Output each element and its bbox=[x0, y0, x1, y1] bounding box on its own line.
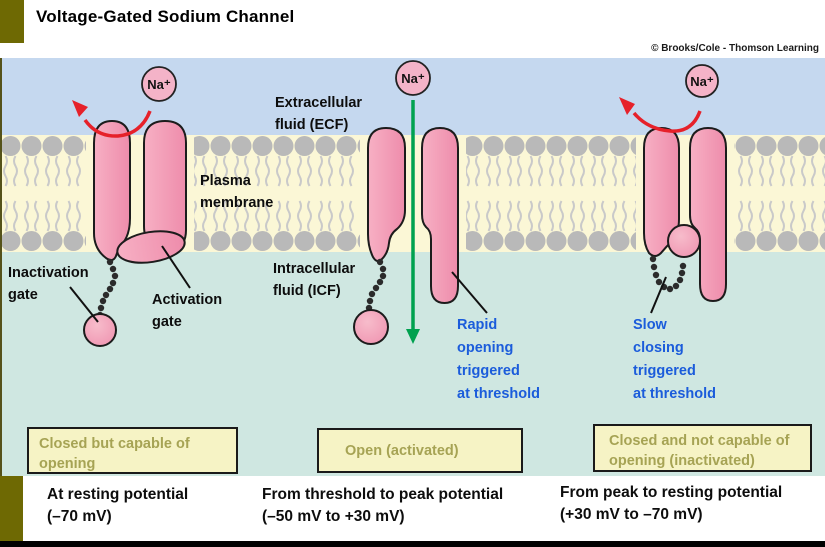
state-box-inactivated: Closed and not capable of opening (inact… bbox=[593, 424, 812, 472]
sodium-ion-3: Na⁺ bbox=[685, 64, 719, 98]
inactivation-chain bbox=[365, 258, 387, 312]
inactivation-gate-pointer-line bbox=[69, 286, 99, 323]
intracellular-fluid-label: Intracellular fluid (ICF) bbox=[273, 261, 356, 299]
inactivation-ball bbox=[83, 313, 117, 347]
channel-subunit-right-open-gate bbox=[689, 126, 727, 303]
sodium-channel-open bbox=[353, 126, 459, 345]
sodium-channel-closed bbox=[83, 119, 187, 347]
rapid-opening-pointer-line bbox=[451, 271, 488, 314]
sodium-ion-label: Na⁺ bbox=[401, 71, 425, 86]
inactivation-gate-label: Inactivation gate bbox=[8, 265, 89, 303]
ion-flow-arrow bbox=[406, 100, 420, 344]
blocked-ion-arrow-3 bbox=[619, 97, 702, 133]
blocked-ion-arrow-1 bbox=[72, 100, 152, 138]
sodium-channel-inactivated bbox=[643, 126, 727, 303]
extracellular-fluid-label: Extracellular fluid (ECF) bbox=[275, 95, 363, 133]
slow-closing-annotation: Slow closing triggered at threshold bbox=[633, 317, 716, 402]
left-edge-line bbox=[0, 58, 2, 541]
bottom-black-bar bbox=[0, 541, 825, 547]
sodium-ion-label: Na⁺ bbox=[690, 74, 714, 89]
inactivation-ball-plugging-pore bbox=[667, 224, 701, 258]
sodium-ion-2: Na⁺ bbox=[395, 60, 431, 96]
inactivation-ball bbox=[353, 309, 389, 345]
channel-subunit-left bbox=[93, 119, 131, 262]
slide-title: Voltage-Gated Sodium Channel bbox=[36, 7, 295, 26]
activation-gate-label: Activation gate bbox=[152, 292, 223, 330]
plasma-membrane-label: Plasma membrane bbox=[200, 173, 274, 211]
sodium-ion-circle bbox=[141, 66, 177, 102]
caption-peak-to-resting: From peak to resting potential (+30 mV t… bbox=[560, 484, 783, 523]
activation-gate-pointer-line bbox=[161, 245, 191, 289]
copyright-text: © Brooks/Cole - Thomson Learning bbox=[651, 43, 819, 54]
channel-subunit-left bbox=[367, 126, 406, 263]
rapid-opening-annotation: Rapid opening triggered at threshold bbox=[457, 317, 540, 402]
caption-threshold-to-peak: From threshold to peak potential (–50 mV… bbox=[262, 486, 504, 525]
channel-subunit-right-open-gate bbox=[421, 126, 459, 305]
inactivation-chain bbox=[649, 255, 687, 293]
sodium-ion-1: Na⁺ bbox=[141, 66, 177, 102]
caption-resting-potential: At resting potential (–70 mV) bbox=[47, 486, 189, 525]
sodium-ion-circle bbox=[395, 60, 431, 96]
sodium-ion-circle bbox=[685, 64, 719, 98]
bottom-left-accent-bar bbox=[0, 476, 23, 541]
top-left-accent-bar bbox=[0, 0, 24, 43]
slow-closing-pointer-line bbox=[650, 276, 667, 314]
inactivation-chain bbox=[96, 258, 119, 319]
state-box-open: Open (activated) bbox=[317, 428, 523, 473]
sodium-ion-label: Na⁺ bbox=[147, 77, 171, 92]
state-box-closed: Closed but capable of opening bbox=[27, 427, 238, 474]
